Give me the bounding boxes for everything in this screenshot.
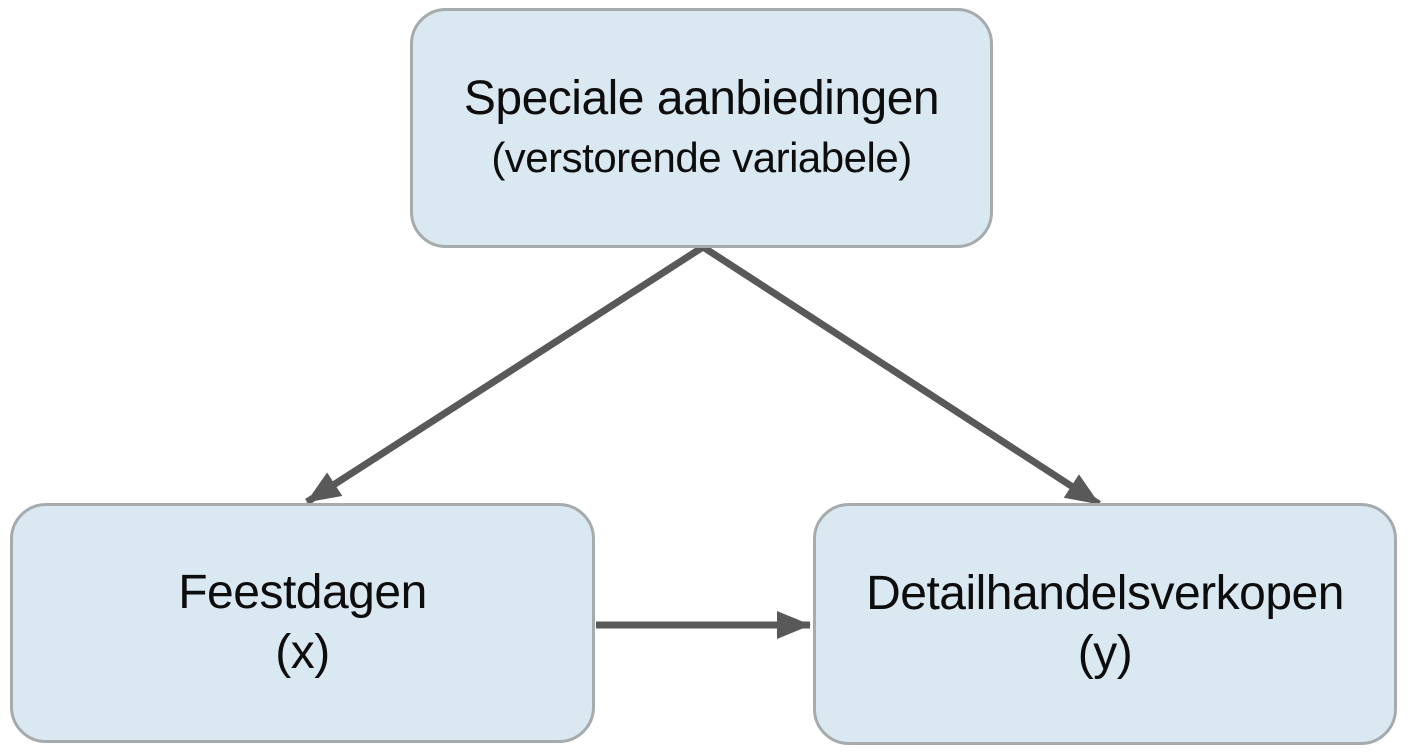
node-x: Feestdagen (x) (10, 503, 595, 743)
node-x-label: Feestdagen (178, 566, 427, 619)
edge-confounder-to-x-arrow (305, 244, 705, 505)
node-y-sublabel: (y) (1077, 627, 1133, 680)
node-y: Detailhandelsverkopen (y) (813, 503, 1397, 745)
node-confounder: Speciale aanbiedingen (verstorende varia… (410, 8, 993, 248)
node-confounder-label: Speciale aanbiedingen (463, 72, 940, 125)
edge-confounder-to-y-arrow (701, 244, 1101, 507)
node-x-sublabel: (x) (275, 626, 330, 679)
node-confounder-sublabel: (verstorende variabele) (491, 134, 912, 181)
node-y-label: Detailhandelsverkopen (866, 567, 1344, 620)
